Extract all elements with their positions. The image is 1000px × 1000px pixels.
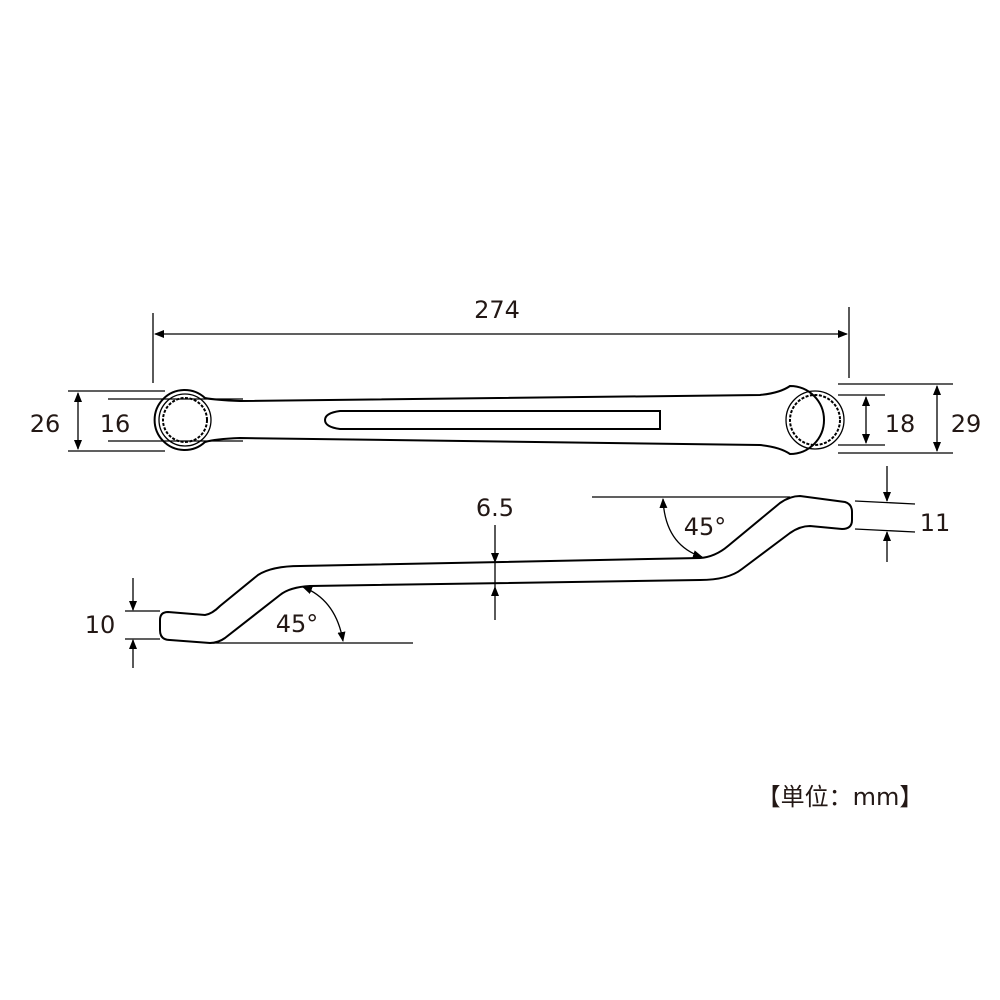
dimension-right-angle: 45° [592,496,790,559]
dimension-left-angle: 45° [213,586,413,644]
right-head-width-label: 29 [951,410,982,438]
dimension-left-thickness: 10 [85,578,160,668]
wrench-top-view [153,384,845,456]
right-angle-label: 45° [684,513,727,541]
left-size-label: 16 [100,410,131,438]
dimension-left-head: 26 16 [30,390,243,452]
dimension-right-head: 18 29 [838,383,982,454]
left-head-width-label: 26 [30,410,61,438]
dimension-right-thickness: 11 [854,466,951,562]
unit-label: 【単位：mm】 [757,783,924,811]
left-thickness-label: 10 [85,611,116,639]
dimension-overall-length: 274 [152,296,850,383]
shank-thickness-label: 6.5 [476,494,514,522]
right-thickness-label: 11 [920,509,951,537]
overall-length-label: 274 [474,296,520,324]
dimension-shank-thickness: 6.5 [476,494,514,620]
wrench-side-view [159,494,853,645]
left-angle-label: 45° [276,610,319,638]
right-size-label: 18 [885,410,916,438]
